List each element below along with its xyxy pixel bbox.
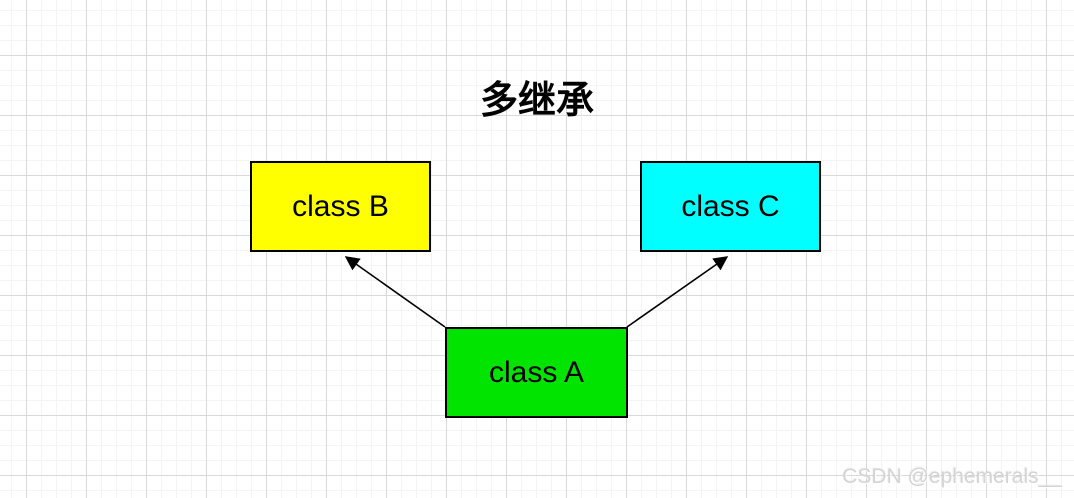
node-class-b: class B: [250, 161, 431, 252]
node-class-c: class C: [640, 161, 821, 252]
node-class-a: class A: [445, 327, 628, 418]
diagram-title: 多继承: [479, 80, 595, 122]
edge-classA-to-classC: [626, 256, 729, 328]
node-class-a-label: class A: [488, 355, 585, 389]
watermark: CSDN @ephemerals__: [842, 465, 1062, 488]
node-class-c-label: class C: [681, 189, 780, 223]
edge-classA-to-classB: [344, 256, 446, 328]
node-class-b-label: class B: [292, 189, 389, 223]
